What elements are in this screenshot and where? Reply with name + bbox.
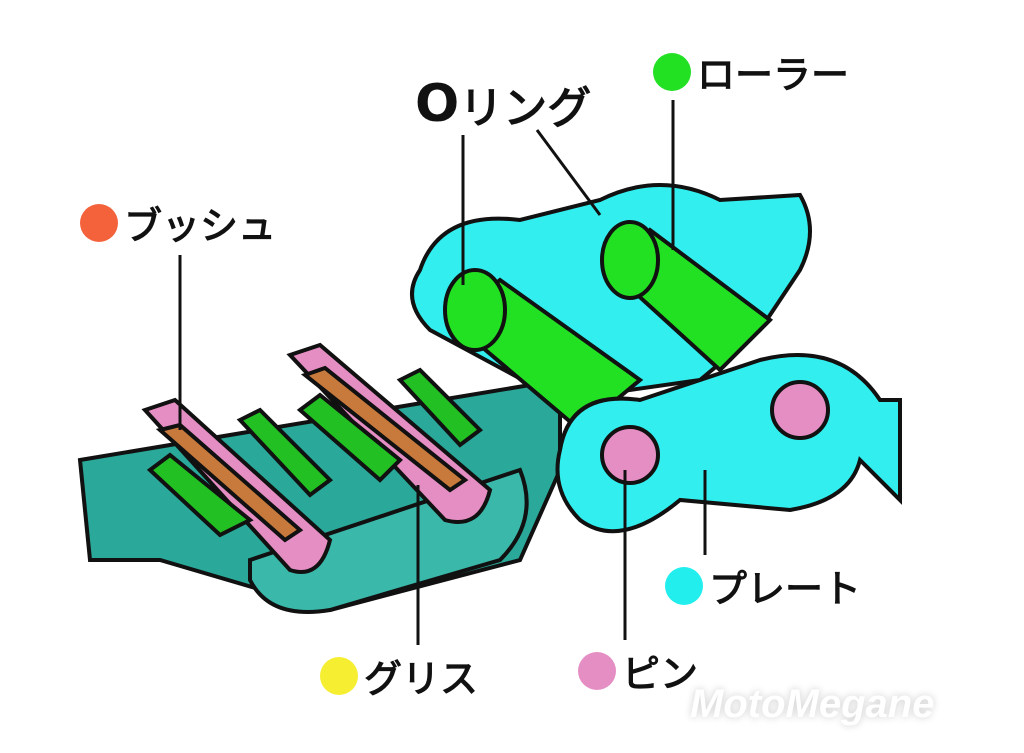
bush-1 bbox=[155, 422, 304, 543]
oring-prefix: O bbox=[415, 74, 460, 134]
leader-lines bbox=[178, 100, 707, 645]
pin-label-text: ピン bbox=[622, 652, 699, 696]
label-roller: ローラー bbox=[653, 44, 849, 99]
roller-label-text: ローラー bbox=[697, 53, 850, 97]
pin-1 bbox=[600, 425, 660, 485]
grease-label-text: グリス bbox=[364, 657, 479, 701]
roller-color-dot bbox=[653, 52, 691, 91]
watermark: MotoMegane bbox=[690, 682, 935, 726]
bush-2 bbox=[300, 365, 469, 493]
label-grease: グリス bbox=[320, 648, 478, 703]
bush-label-text: ブッシュ bbox=[124, 204, 277, 248]
label-pin: ピン bbox=[578, 643, 698, 698]
plate-label-text: プレート bbox=[709, 567, 862, 611]
bush-color-dot bbox=[80, 203, 118, 242]
oring-label-text: リング bbox=[459, 83, 592, 134]
grease-color-dot bbox=[320, 656, 358, 695]
label-plate: プレート bbox=[665, 558, 861, 613]
roller-1-end bbox=[443, 268, 507, 352]
pin-2 bbox=[770, 380, 830, 440]
pin-color-dot bbox=[578, 651, 616, 690]
label-bush: ブッシュ bbox=[80, 195, 276, 250]
inner-roller-1 bbox=[146, 452, 254, 538]
inner-roller-4 bbox=[396, 367, 484, 448]
inner-roller-2 bbox=[236, 407, 334, 498]
plate-color-dot bbox=[665, 566, 703, 605]
roller-2-end bbox=[600, 220, 660, 300]
inner-roller-3 bbox=[296, 392, 403, 483]
